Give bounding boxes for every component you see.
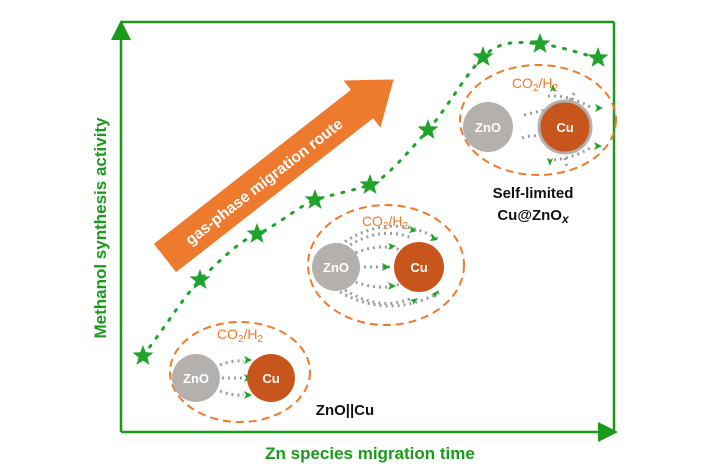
gas-label: CO2/H2 — [512, 75, 559, 94]
cu-particle-with-zno-overlayer — [537, 99, 593, 155]
stage-label: ZnO||Cu — [316, 402, 374, 419]
gas-label: CO2/H2 — [217, 326, 264, 345]
cu-label: Cu — [262, 371, 279, 386]
activity-stars — [132, 33, 609, 365]
stage-label-line2: Cu@ZnOx — [497, 207, 570, 226]
star-marker — [472, 46, 494, 66]
zno-particle — [172, 354, 220, 402]
x-axis-label: Zn species migration time — [265, 444, 475, 463]
cu-label: Cu — [556, 120, 573, 135]
cu-label: Cu — [410, 260, 427, 275]
zno-particle — [463, 102, 513, 152]
cu-particle — [247, 354, 295, 402]
route-label: gas-phase migration route — [182, 115, 346, 248]
zno-label: ZnO — [475, 120, 501, 135]
star-marker — [189, 269, 211, 289]
zno-label: ZnO — [323, 260, 349, 275]
cu-particle — [394, 242, 444, 292]
stage-zno-cu-separate: CO2/H2 ZnO Cu ZnO||Cu — [169, 321, 374, 423]
star-marker — [246, 223, 268, 243]
zno-particle — [312, 243, 360, 291]
stage-self-limited: CO2/H2 ZnO Cu Self-limited Cu@ZnOx — [459, 64, 617, 226]
star-marker — [587, 47, 609, 67]
y-axis-label: Methanol synthesis activity — [91, 117, 110, 339]
gas-phase-route-arrow: gas-phase migration route — [153, 79, 394, 273]
zno-label: ZnO — [183, 371, 209, 386]
star-marker — [132, 345, 154, 365]
gas-label: CO2/H2 — [362, 213, 409, 232]
stage-zno-migrating: CO2/H2 ZnO Cu — [307, 204, 465, 326]
activity-trend-line — [141, 40, 600, 358]
stage-label-line1: Self-limited — [493, 185, 574, 202]
star-marker — [359, 174, 381, 194]
star-marker — [417, 119, 439, 139]
star-marker — [304, 189, 326, 209]
star-marker — [529, 33, 551, 53]
